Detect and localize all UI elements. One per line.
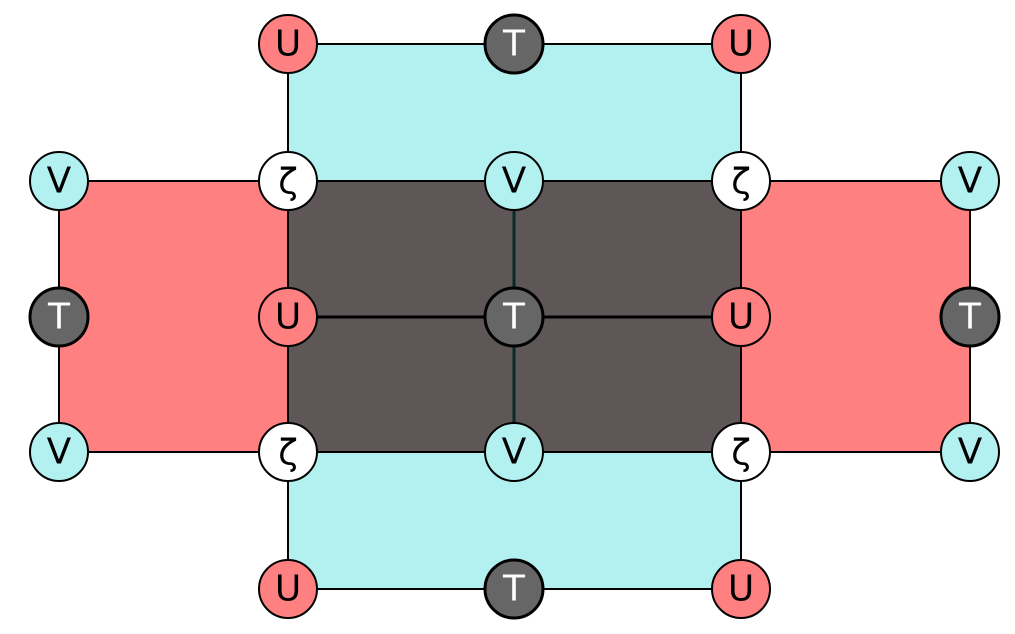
node-circle: [28, 286, 90, 348]
node-label: ζ: [278, 162, 298, 203]
right-red-region: [740, 180, 971, 453]
node-label: T: [502, 24, 526, 65]
node-z-top-left: ζ: [258, 151, 318, 211]
node-label: U: [728, 569, 754, 610]
node-label: U: [728, 24, 754, 65]
node-label: T: [502, 297, 526, 338]
node-u-bottom-left: U: [258, 559, 318, 619]
node-circle: [483, 13, 545, 75]
node-label: V: [958, 432, 983, 473]
node-u-top-left: U: [258, 14, 318, 74]
node-v-left-top: V: [29, 151, 89, 211]
node-z-top-right: ζ: [711, 151, 771, 211]
node-label: T: [502, 569, 526, 610]
node-u-top-right: U: [711, 14, 771, 74]
node-label: ζ: [278, 433, 298, 474]
node-u-mid-right: U: [711, 287, 771, 347]
node-circle: [939, 286, 1001, 348]
node-circle: [711, 559, 771, 619]
node-label: U: [275, 297, 301, 338]
node-label: V: [47, 432, 72, 473]
node-circle: [29, 422, 89, 482]
node-u-bottom-right: U: [711, 559, 771, 619]
node-label: V: [502, 161, 527, 202]
node-label: U: [275, 24, 301, 65]
node-label: T: [958, 297, 982, 338]
node-v-right-top: V: [940, 151, 1000, 211]
node-circle: [258, 559, 318, 619]
node-v-center-bottom: V: [484, 422, 544, 482]
node-t-left: T: [28, 286, 90, 348]
node-label: ζ: [731, 162, 751, 203]
left-red-region: [58, 180, 289, 453]
node-circle: [484, 422, 544, 482]
node-t-right: T: [939, 286, 1001, 348]
node-circle: [258, 14, 318, 74]
node-t-top: T: [483, 13, 545, 75]
node-circle: [258, 422, 318, 482]
node-label: U: [728, 297, 754, 338]
node-label: V: [47, 161, 72, 202]
node-circle: [940, 422, 1000, 482]
node-circle: [711, 14, 771, 74]
node-v-right-bottom: V: [940, 422, 1000, 482]
node-t-center: T: [483, 286, 545, 348]
node-circle: [483, 558, 545, 620]
node-label: V: [958, 161, 983, 202]
node-circle: [258, 287, 318, 347]
node-t-bottom: T: [483, 558, 545, 620]
node-label: V: [502, 432, 527, 473]
node-v-left-bottom: V: [29, 422, 89, 482]
node-circle: [711, 151, 771, 211]
node-label: ζ: [731, 433, 751, 474]
node-circle: [940, 151, 1000, 211]
node-circle: [29, 151, 89, 211]
node-label: T: [47, 297, 71, 338]
node-circle: [711, 287, 771, 347]
node-z-bottom-right: ζ: [711, 422, 771, 482]
node-z-bottom-left: ζ: [258, 422, 318, 482]
node-circle: [258, 151, 318, 211]
node-circle: [484, 151, 544, 211]
node-circle: [711, 422, 771, 482]
node-label: U: [275, 569, 301, 610]
node-v-center-top: V: [484, 151, 544, 211]
node-circle: [483, 286, 545, 348]
node-u-mid-left: U: [258, 287, 318, 347]
